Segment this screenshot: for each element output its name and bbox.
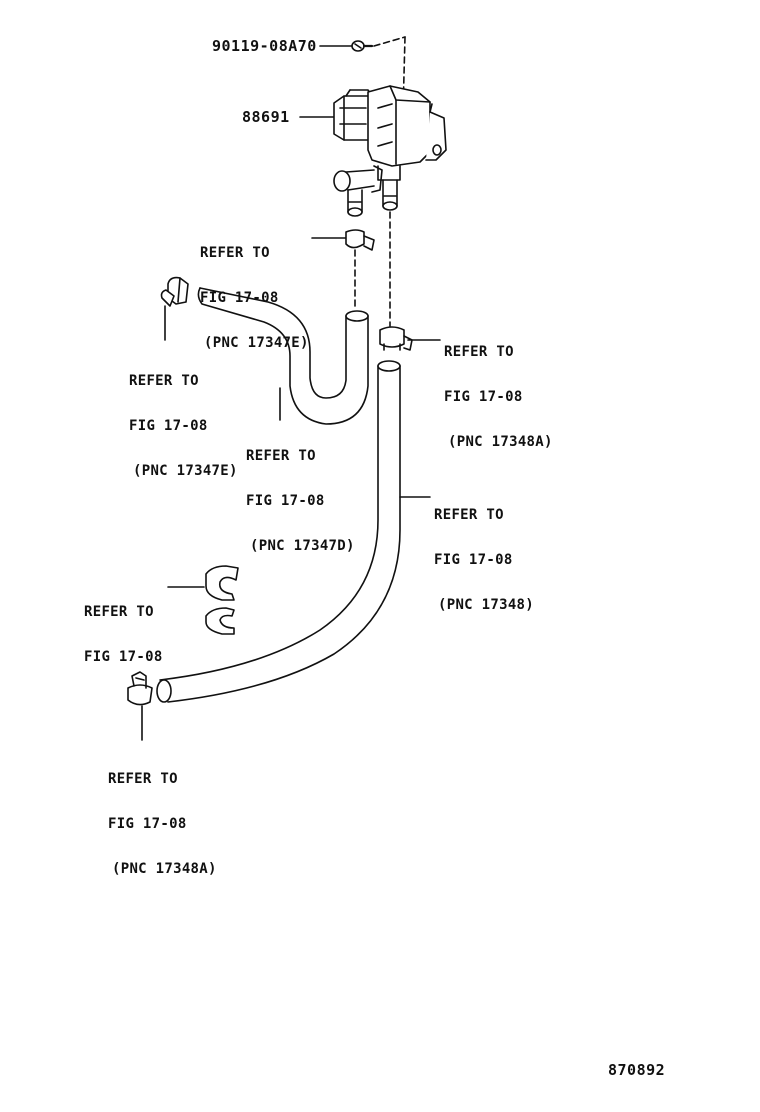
ref-label-clamp-pair: REFER TO FIG 17-08 bbox=[84, 575, 163, 680]
ref-line: REFER TO bbox=[246, 448, 316, 464]
figure-number: 870892 bbox=[608, 1061, 666, 1079]
ref-line: (PNC 17348) bbox=[438, 597, 535, 613]
ref-line: FIG 17-08 bbox=[84, 649, 163, 665]
ref-line: REFER TO bbox=[200, 245, 270, 261]
ref-line: FIG 17-08 bbox=[444, 389, 523, 405]
ref-line: FIG 17-08 bbox=[108, 816, 187, 832]
bottom-clip-part bbox=[127, 671, 153, 741]
vsv-valve-part bbox=[299, 85, 447, 217]
ref-label-bottom-clip: REFER TO FIG 17-08 (PNC 17348A) bbox=[108, 742, 217, 892]
ref-label-right-clip: REFER TO FIG 17-08 (PNC 17348A) bbox=[444, 315, 553, 465]
clamp-pair-part bbox=[167, 565, 239, 635]
ref-label-left-clip: REFER TO FIG 17-08 (PNC 17347E) bbox=[129, 344, 238, 494]
ref-line: REFER TO bbox=[84, 604, 154, 620]
ref-line: FIG 17-08 bbox=[434, 552, 513, 568]
vsv-part-number: 88691 bbox=[242, 108, 290, 126]
ref-line: REFER TO bbox=[444, 344, 514, 360]
ref-line: (PNC 17347D) bbox=[250, 538, 355, 554]
ref-line: REFER TO bbox=[129, 373, 199, 389]
left-clip-part bbox=[160, 276, 189, 341]
ref-label-long-hose: REFER TO FIG 17-08 (PNC 17348) bbox=[434, 478, 534, 628]
ref-label-u-hose: REFER TO FIG 17-08 (PNC 17347D) bbox=[246, 419, 355, 569]
ref-line: FIG 17-08 bbox=[246, 493, 325, 509]
ref-line: REFER TO bbox=[434, 507, 504, 523]
ref-line: FIG 17-08 bbox=[200, 290, 279, 306]
ref-line: (PNC 17348A) bbox=[448, 434, 553, 450]
ref-line: FIG 17-08 bbox=[129, 418, 208, 434]
bolt-part-number: 90119-08A70 bbox=[212, 37, 317, 55]
ref-label-upper-clip: REFER TO FIG 17-08 (PNC 17347E) bbox=[200, 216, 309, 366]
ref-line: (PNC 17347E) bbox=[204, 335, 309, 351]
ref-line: (PNC 17348A) bbox=[112, 861, 217, 877]
long-hose-part bbox=[156, 360, 431, 703]
ref-line: (PNC 17347E) bbox=[133, 463, 238, 479]
right-clip-part bbox=[379, 326, 441, 351]
ref-line: REFER TO bbox=[108, 771, 178, 787]
u-hose-part bbox=[197, 287, 369, 425]
upper-clip-part bbox=[311, 211, 391, 327]
